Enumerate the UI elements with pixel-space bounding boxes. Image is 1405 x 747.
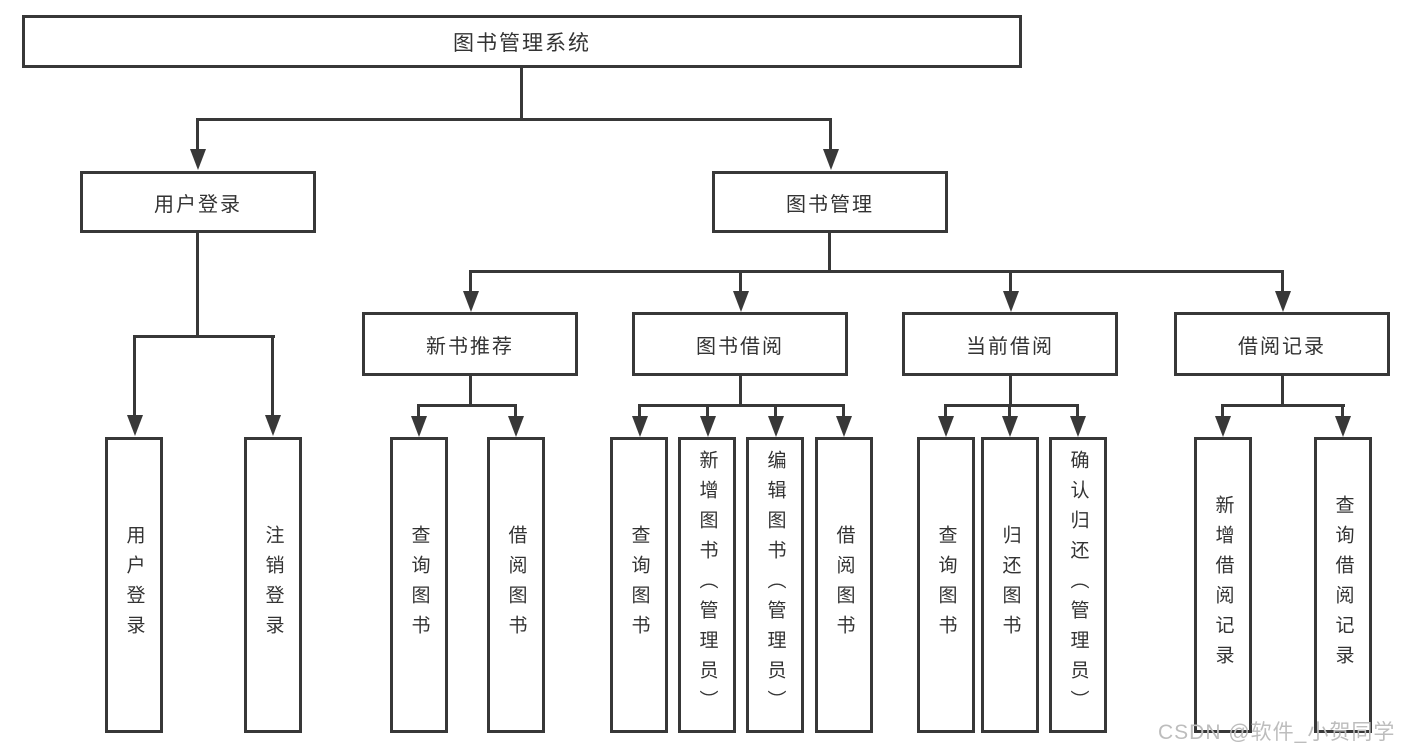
leaf-edit-books-admin: 编辑图书（管理员） bbox=[746, 437, 804, 733]
node-current-borrowing: 当前借阅 bbox=[902, 312, 1118, 376]
connector-g3-leaf1-stem bbox=[638, 404, 641, 417]
connector-borrow-record-horizontal bbox=[1221, 404, 1345, 407]
leaf-query-books-2: 查询图书 bbox=[610, 437, 668, 733]
connector-g4-leaf1-stem bbox=[944, 404, 947, 417]
arrowhead-g3-leaf4 bbox=[836, 416, 852, 437]
arrowhead-leaf-login bbox=[127, 415, 143, 436]
connector-root-stub bbox=[520, 68, 523, 121]
connector-level3-horizontal bbox=[469, 270, 1283, 273]
leaf-query-books-2-label: 查询图书 bbox=[628, 525, 650, 645]
connector-book-borrow-horizontal bbox=[638, 404, 845, 407]
connector-user-login-stem bbox=[196, 118, 199, 152]
connector-g4-leaf2-stem bbox=[1008, 404, 1011, 417]
leaf-query-books-3-label: 查询图书 bbox=[935, 525, 957, 645]
arrowhead-current-borrow bbox=[1003, 291, 1019, 312]
leaf-add-books-admin: 新增图书（管理员） bbox=[678, 437, 736, 733]
leaf-return-books-label: 归还图书 bbox=[999, 525, 1021, 645]
node-new-book-recommend: 新书推荐 bbox=[362, 312, 578, 376]
connector-g5-leaf2-stem bbox=[1341, 404, 1344, 417]
connector-new-book-stem bbox=[469, 270, 472, 293]
leaf-add-borrow-record-label: 新增借阅记录 bbox=[1212, 495, 1234, 675]
leaf-query-books-1: 查询图书 bbox=[390, 437, 448, 733]
connector-new-book-down bbox=[469, 376, 472, 407]
node-new-book-recommend-label: 新书推荐 bbox=[426, 335, 514, 358]
arrowhead-g2-leaf2 bbox=[508, 416, 524, 437]
connector-borrow-record-stem bbox=[1281, 270, 1284, 293]
arrowhead-book-borrow bbox=[733, 291, 749, 312]
connector-leaf-logout-stem bbox=[271, 335, 274, 417]
arrowhead-g5-leaf1 bbox=[1215, 416, 1231, 437]
arrowhead-g3-leaf1 bbox=[632, 416, 648, 437]
leaf-return-books: 归还图书 bbox=[981, 437, 1039, 733]
connector-g2-leaf2-stem bbox=[514, 404, 517, 417]
connector-new-book-horizontal bbox=[417, 404, 517, 407]
node-borrowing-records-label: 借阅记录 bbox=[1238, 335, 1326, 358]
connector-g3-leaf2-stem bbox=[706, 404, 709, 417]
leaf-user-login-label: 用户登录 bbox=[123, 525, 145, 645]
node-user-login-label: 用户登录 bbox=[154, 193, 242, 216]
leaf-logout: 注销登录 bbox=[244, 437, 302, 733]
leaf-add-books-admin-label: 新增图书（管理员） bbox=[696, 450, 718, 720]
arrowhead-borrow-record bbox=[1275, 291, 1291, 312]
arrowhead-g4-leaf3 bbox=[1070, 416, 1086, 437]
connector-g3-leaf4-stem bbox=[842, 404, 845, 417]
leaf-borrow-books-2-label: 借阅图书 bbox=[833, 525, 855, 645]
arrowhead-g4-leaf2 bbox=[1002, 416, 1018, 437]
connector-user-login-down bbox=[196, 233, 199, 338]
connector-g2-leaf1-stem bbox=[417, 404, 420, 417]
leaf-edit-books-admin-label: 编辑图书（管理员） bbox=[764, 450, 786, 720]
leaf-logout-label: 注销登录 bbox=[262, 525, 284, 645]
leaf-confirm-return-admin: 确认归还（管理员） bbox=[1049, 437, 1107, 733]
leaf-borrow-books-1-label: 借阅图书 bbox=[505, 525, 527, 645]
leaf-user-login: 用户登录 bbox=[105, 437, 163, 733]
node-book-management: 图书管理 bbox=[712, 171, 948, 233]
node-book-management-label: 图书管理 bbox=[786, 193, 874, 216]
arrowhead-book-mgmt bbox=[823, 149, 839, 170]
node-borrowing-records: 借阅记录 bbox=[1174, 312, 1390, 376]
root-node-label: 图书管理系统 bbox=[453, 31, 591, 55]
connector-current-borrow-down bbox=[1009, 376, 1012, 407]
connector-borrow-record-down bbox=[1281, 376, 1284, 407]
csdn-watermark: CSDN @软件_小贺同学 bbox=[1158, 721, 1396, 744]
connector-user-group-horizontal bbox=[133, 335, 275, 338]
connector-leaf-login-stem bbox=[133, 335, 136, 417]
arrowhead-g4-leaf1 bbox=[938, 416, 954, 437]
connector-book-mgmt-down bbox=[828, 233, 831, 272]
root-node-library-system: 图书管理系统 bbox=[22, 15, 1022, 68]
arrowhead-g3-leaf2 bbox=[700, 416, 716, 437]
arrowhead-new-book bbox=[463, 291, 479, 312]
leaf-confirm-return-admin-label: 确认归还（管理员） bbox=[1067, 450, 1089, 720]
node-current-borrowing-label: 当前借阅 bbox=[966, 335, 1054, 358]
connector-current-borrow-horizontal bbox=[944, 404, 1079, 407]
node-book-borrowing: 图书借阅 bbox=[632, 312, 848, 376]
arrowhead-g5-leaf2 bbox=[1335, 416, 1351, 437]
connector-g3-leaf3-stem bbox=[774, 404, 777, 417]
arrowhead-g2-leaf1 bbox=[411, 416, 427, 437]
connector-book-borrow-stem bbox=[739, 270, 742, 293]
leaf-query-books-1-label: 查询图书 bbox=[408, 525, 430, 645]
leaf-query-books-3: 查询图书 bbox=[917, 437, 975, 733]
leaf-query-borrow-record-label: 查询借阅记录 bbox=[1332, 495, 1354, 675]
leaf-borrow-books-1: 借阅图书 bbox=[487, 437, 545, 733]
leaf-add-borrow-record: 新增借阅记录 bbox=[1194, 437, 1252, 733]
connector-level2-horizontal bbox=[196, 118, 832, 121]
node-book-borrowing-label: 图书借阅 bbox=[696, 335, 784, 358]
leaf-query-borrow-record: 查询借阅记录 bbox=[1314, 437, 1372, 733]
connector-current-borrow-stem bbox=[1009, 270, 1012, 293]
node-user-login: 用户登录 bbox=[80, 171, 316, 233]
connector-g5-leaf1-stem bbox=[1221, 404, 1224, 417]
arrowhead-g3-leaf3 bbox=[768, 416, 784, 437]
leaf-borrow-books-2: 借阅图书 bbox=[815, 437, 873, 733]
connector-book-borrow-down bbox=[739, 376, 742, 407]
arrowhead-leaf-logout bbox=[265, 415, 281, 436]
arrowhead-user-login bbox=[190, 149, 206, 170]
connector-book-mgmt-stem bbox=[829, 118, 832, 152]
connector-g4-leaf3-stem bbox=[1076, 404, 1079, 417]
